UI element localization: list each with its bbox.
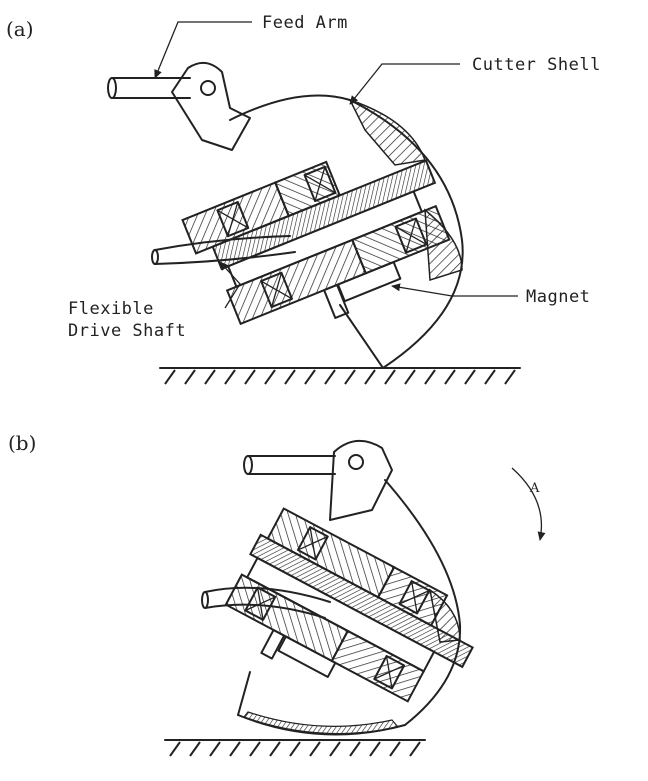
feed-arm-label: Feed Arm	[262, 13, 348, 33]
cutter-shell-leader-a	[349, 63, 460, 105]
ground-hatch-stroke	[224, 369, 236, 385]
feed-arm-rod-a	[107, 77, 191, 99]
pivot-link-a	[171, 61, 251, 151]
bearing-a2	[303, 165, 337, 203]
magnet-label: Magnet	[526, 287, 590, 307]
magnet-b	[277, 635, 337, 678]
ground-hatch-stroke	[169, 741, 181, 757]
pivot-link-b	[329, 440, 393, 521]
ground-b	[164, 739, 426, 757]
cutter-shell-label: Cutter Shell	[472, 55, 601, 75]
rotation-arrow-a	[511, 467, 546, 541]
ground-hatch-stroke	[309, 741, 321, 757]
rotation-arrow-label: A	[529, 481, 540, 496]
bearing-b3	[244, 586, 277, 621]
ground-a	[159, 367, 521, 385]
ground-hatch-stroke	[269, 741, 281, 757]
bearing-b1	[296, 526, 329, 561]
feed-arm-rod-b	[243, 455, 336, 475]
bearing-a3	[260, 271, 293, 309]
flexible-drive-shaft-a	[151, 235, 296, 265]
bearing-b2	[398, 580, 431, 615]
ground-hatch-stroke	[289, 741, 301, 757]
ground-hatch-stroke	[369, 741, 381, 757]
panel-b-label: (b)	[8, 431, 36, 455]
ground-hatch-stroke	[244, 369, 256, 385]
panel-a: (a)	[6, 13, 601, 385]
ground-hatch-stroke	[304, 369, 316, 385]
ground-hatch-stroke	[164, 369, 176, 385]
ground-hatch-stroke	[424, 369, 436, 385]
panel-b: (b) A	[8, 431, 546, 757]
ground-hatch-stroke	[204, 369, 216, 385]
ground-hatch-stroke	[409, 741, 421, 757]
flexible-label-line2: Drive Shaft	[68, 321, 186, 341]
ground-hatch-stroke	[189, 741, 201, 757]
ground-hatch-stroke	[344, 369, 356, 385]
ground-hatch-stroke	[324, 369, 336, 385]
contact-zone-b	[243, 711, 400, 735]
flexible-drive-shaft-b	[201, 586, 331, 619]
feed-arm-leader-a	[154, 21, 252, 79]
panel-a-label: (a)	[6, 17, 34, 41]
ground-hatch-stroke	[284, 369, 296, 385]
ground-hatch-stroke	[484, 369, 496, 385]
ground-hatch-stroke	[249, 741, 261, 757]
ground-hatch-stroke	[384, 369, 396, 385]
bearing-a1	[216, 201, 250, 238]
ground-hatch-stroke	[404, 369, 416, 385]
bearing-b4	[373, 655, 406, 690]
ground-hatch-stroke	[364, 369, 376, 385]
magnet-leader-a	[391, 283, 518, 297]
housing-b	[224, 507, 474, 703]
pivot-pin-b	[348, 454, 364, 470]
ground-hatch-stroke	[444, 369, 456, 385]
ground-hatch-stroke	[229, 741, 241, 757]
flexible-shaft-leader-a	[219, 261, 241, 309]
ground-hatch-stroke	[209, 741, 221, 757]
ground-hatch-stroke	[464, 369, 476, 385]
ground-hatch-stroke	[329, 741, 341, 757]
bearing-a4	[394, 217, 428, 254]
ground-hatch-stroke	[504, 369, 516, 385]
flexible-label-line1: Flexible	[68, 299, 154, 319]
housing-a	[181, 159, 451, 326]
pivot-pin-a	[200, 80, 216, 96]
ground-hatch-stroke	[389, 741, 401, 757]
ground-hatch-stroke	[184, 369, 196, 385]
ground-hatch-stroke	[264, 369, 276, 385]
ground-hatch-stroke	[349, 741, 361, 757]
